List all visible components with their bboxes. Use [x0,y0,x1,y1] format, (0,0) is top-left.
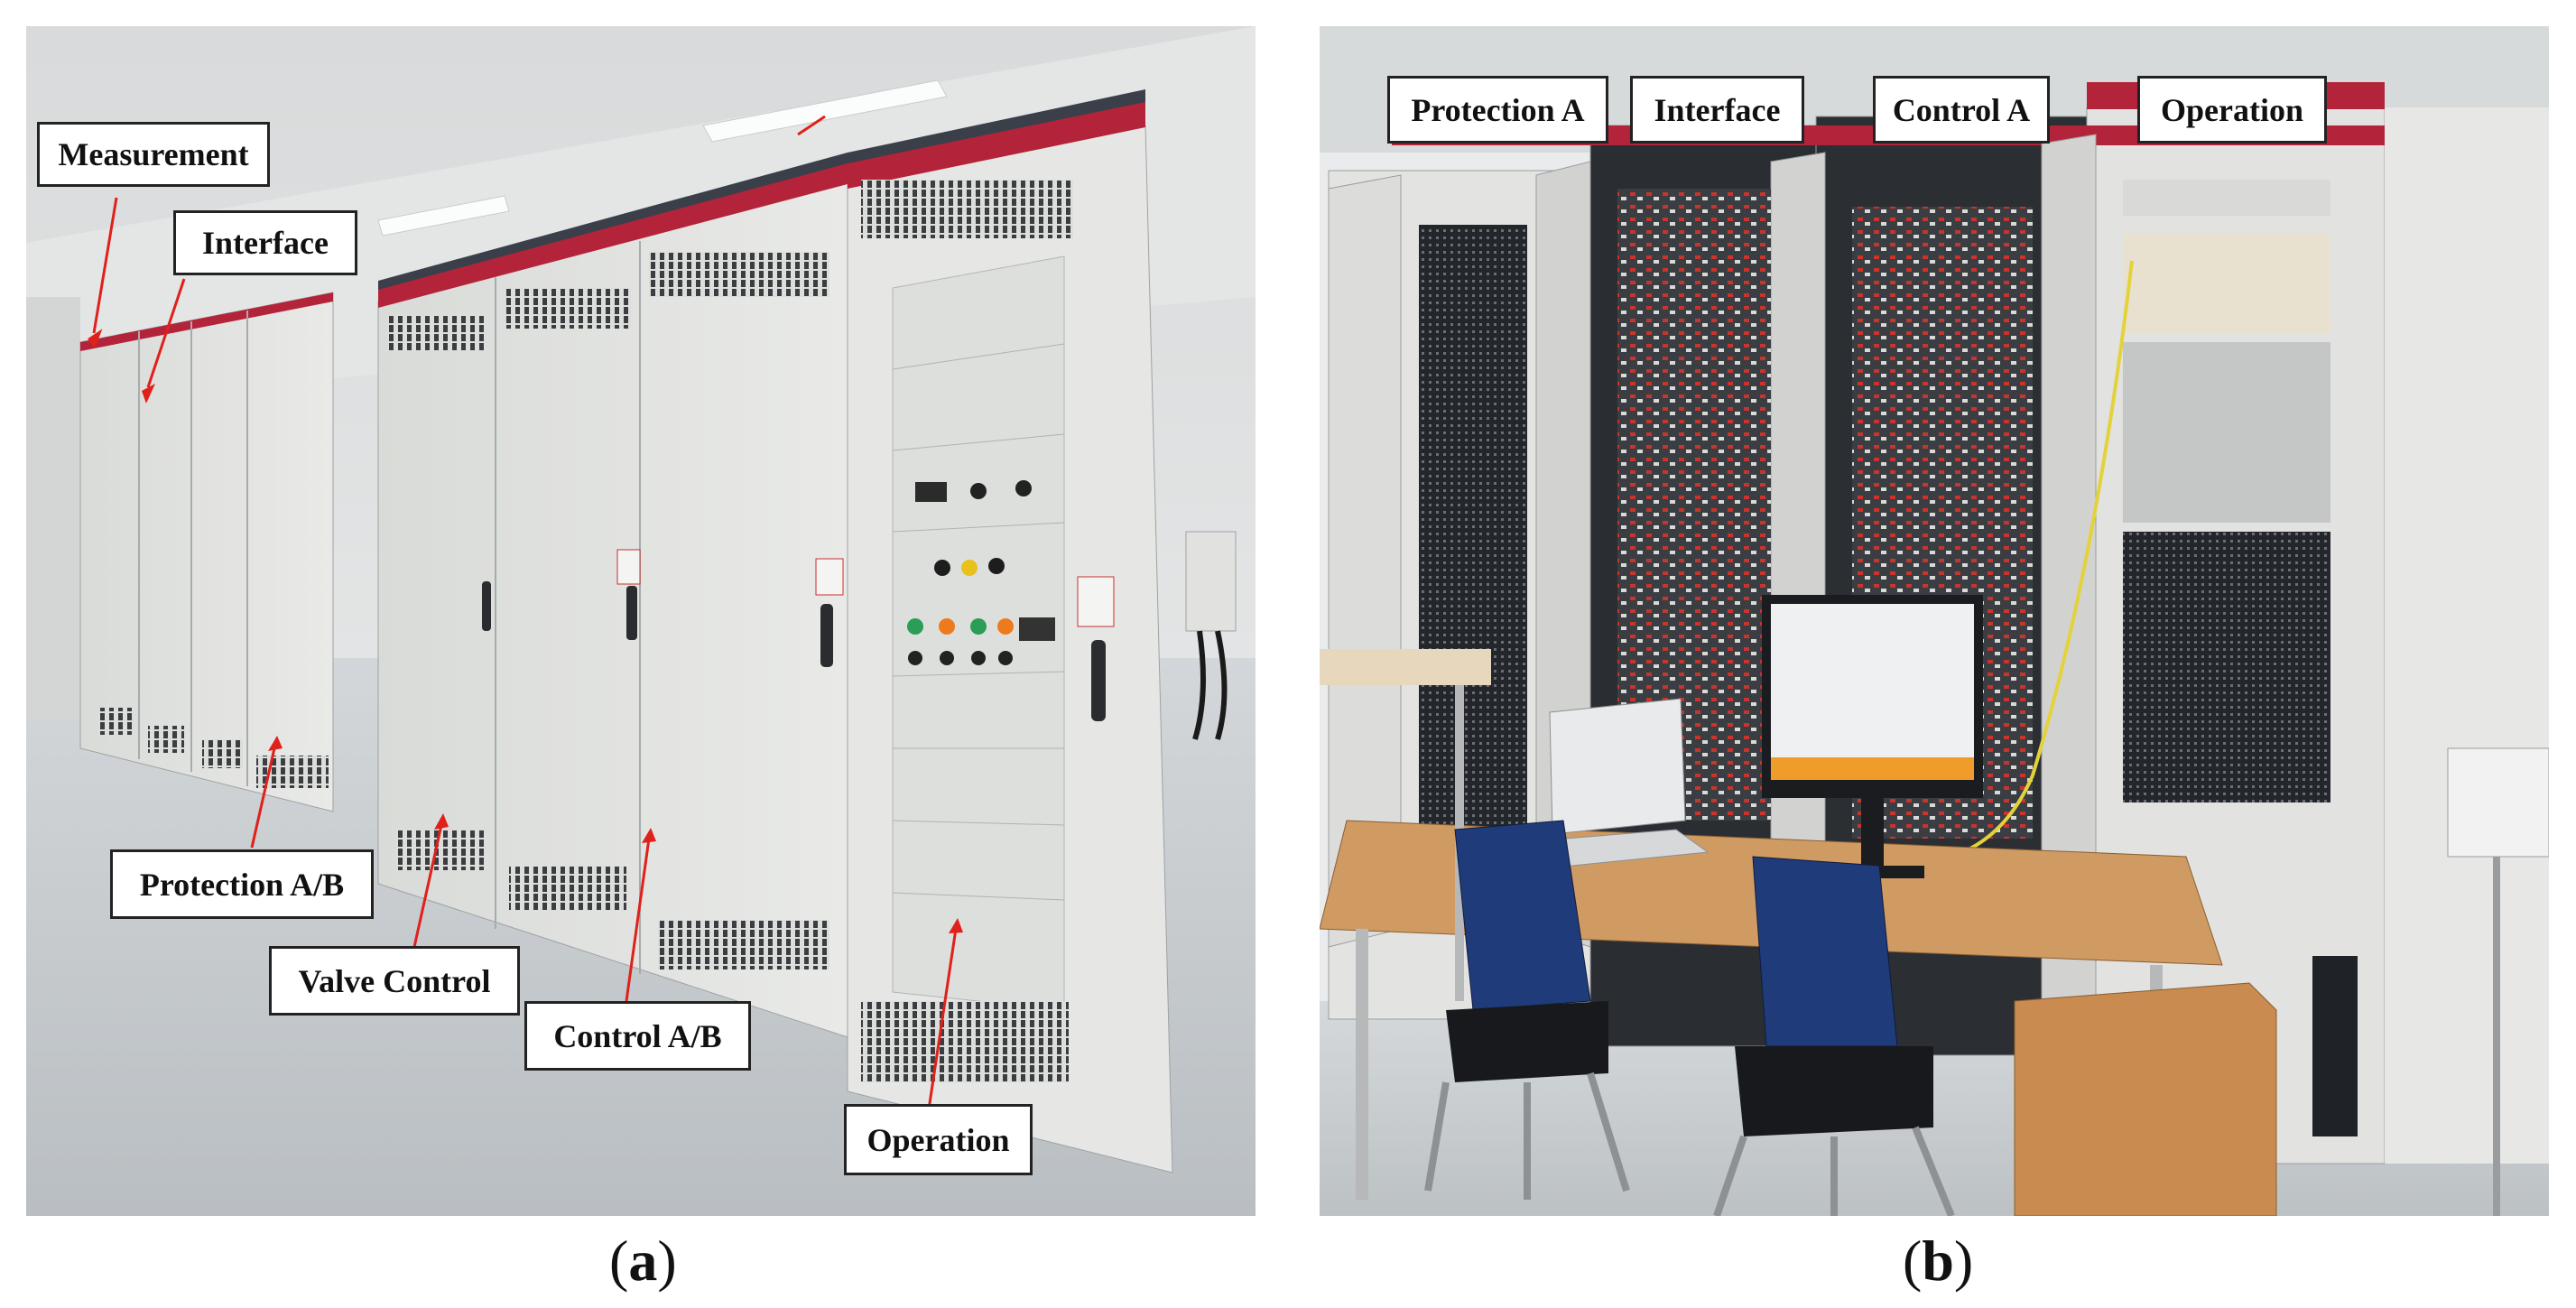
panel-a: Measurement Interface Protection A/B Val… [26,26,1256,1216]
label-protection-a: Protection A [1387,76,1608,144]
label-operation-a: Operation [844,1104,1033,1175]
label-operation-b: Operation [2137,76,2327,144]
label-interface-b: Interface [1630,76,1804,144]
label-protection-ab: Protection A/B [110,849,374,919]
label-control-a: Control A [1873,76,2050,144]
label-control-ab: Control A/B [524,1001,751,1071]
panel-b: Protection A Interface Control A Operati… [1320,26,2549,1216]
caption-b: (b) [1903,1229,1974,1293]
label-interface: Interface [173,210,357,275]
label-measurement: Measurement [37,122,270,187]
caption-a: (a) [609,1229,677,1293]
control-room-photo-b [1320,26,2549,1216]
label-valve-control: Valve Control [269,946,520,1016]
